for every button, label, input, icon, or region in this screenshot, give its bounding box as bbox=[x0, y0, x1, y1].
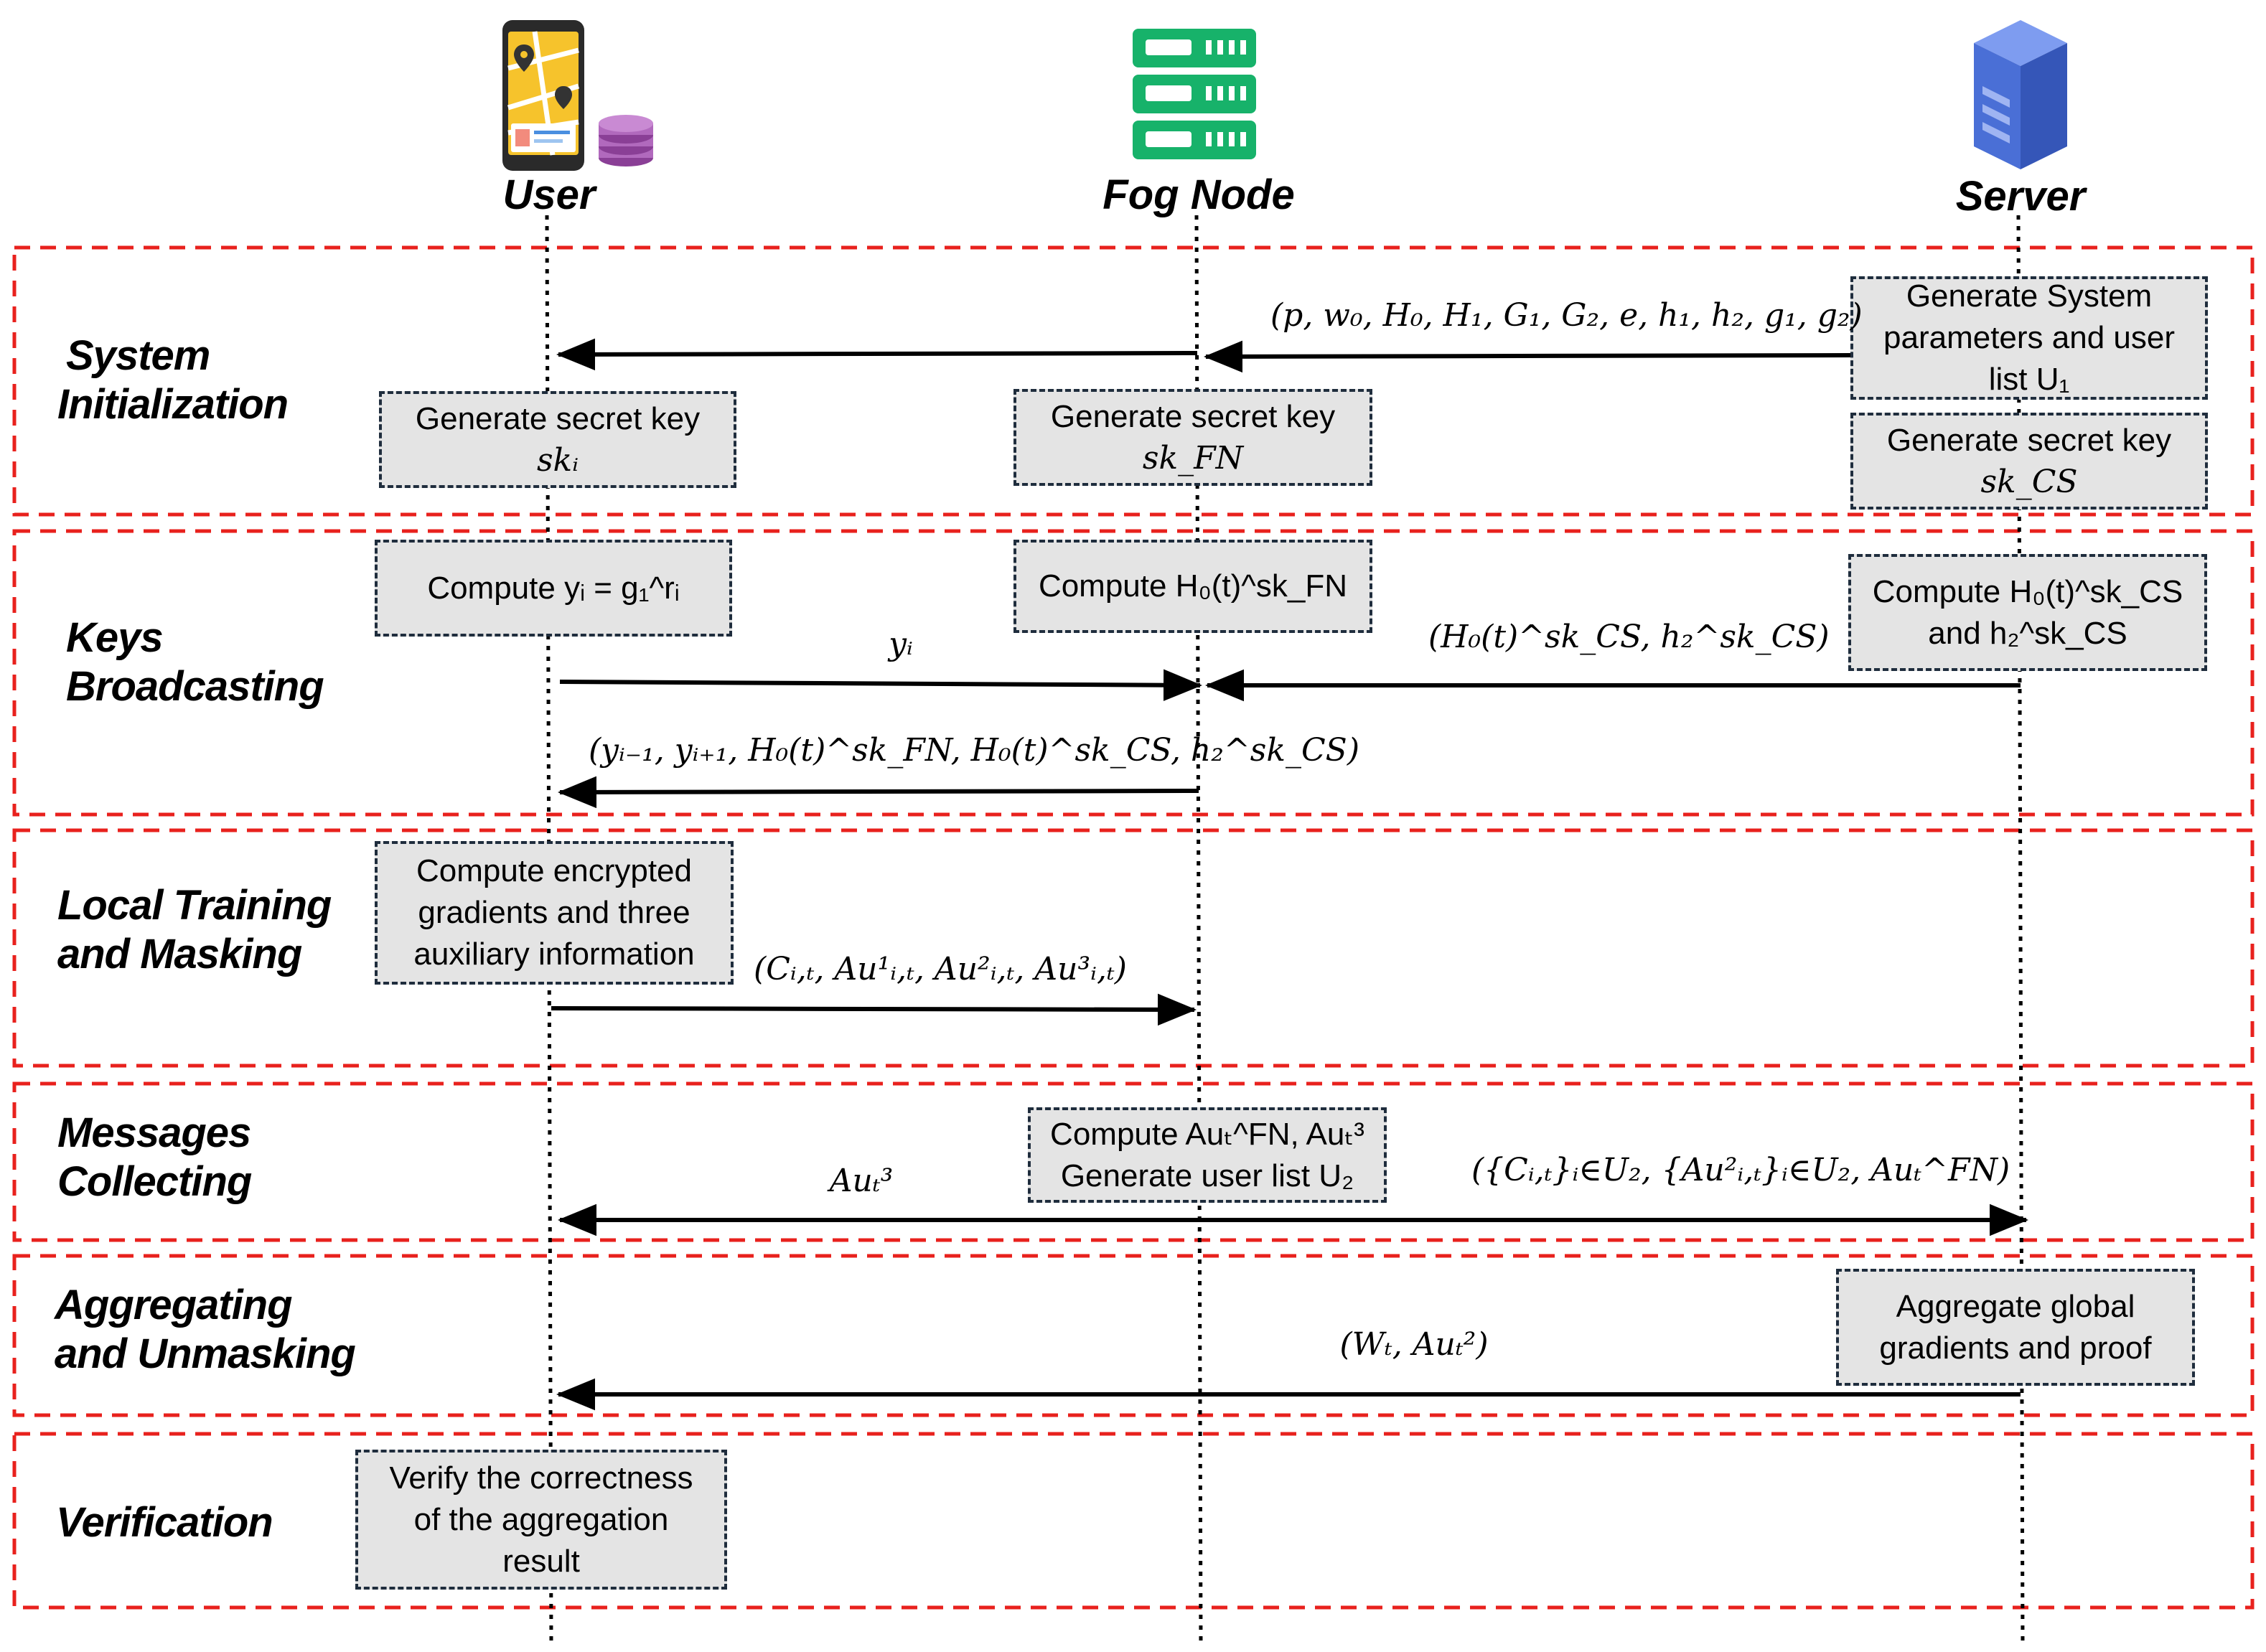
phase-frame-verification bbox=[12, 1432, 2255, 1610]
message-label-params: (p, w₀, H₀, H₁, G₁, G₂, e, h₁, h₂, g₁, g… bbox=[1270, 297, 1863, 334]
server-tower-icon bbox=[1974, 20, 2067, 169]
phase-frame-aggregating bbox=[12, 1254, 2255, 1417]
box-server-compute-h: Compute H₀(t)^sk_CS and h₂^sk_CS bbox=[1848, 554, 2207, 671]
phase-frame-system-init bbox=[12, 245, 2255, 517]
message-label-yi: yᵢ bbox=[889, 626, 913, 662]
smartphone-map-icon bbox=[502, 20, 584, 171]
box-user-verify: Verify the correctness of the aggregatio… bbox=[355, 1450, 727, 1590]
entity-label-server: Server bbox=[1955, 173, 2086, 220]
box-fog-compute-h: Compute H₀(t)^sk_FN bbox=[1013, 540, 1372, 633]
message-label-server-to-fog: (H₀(t)^sk_CS, h₂^sk_CS) bbox=[1428, 619, 1830, 655]
message-label-au3: Auₜ³ bbox=[829, 1163, 894, 1199]
phase-label-keys-broadcasting: Keys Broadcasting bbox=[66, 614, 324, 710]
phase-frame-keys-broadcasting bbox=[12, 529, 2255, 817]
box-user-generate-sk: Generate secret key skᵢ bbox=[379, 391, 736, 488]
phase-label-verification: Verification bbox=[56, 1499, 273, 1546]
message-label-global: (Wₜ, Auₜ²) bbox=[1339, 1326, 1489, 1363]
entity-label-fog-node: Fog Node bbox=[1102, 172, 1295, 218]
box-fog-collect: Compute Auₜ^FN, Auₜ³ Generate user list … bbox=[1028, 1107, 1387, 1203]
database-icon bbox=[599, 115, 653, 166]
box-server-generate-params: Generate System parameters and user list… bbox=[1850, 276, 2208, 400]
message-label-fog-to-user: (yᵢ₋₁, yᵢ₊₁, H₀(t)^sk_FN, H₀(t)^sk_CS, h… bbox=[589, 732, 1359, 769]
box-server-generate-sk: Generate secret key sk_CS bbox=[1850, 413, 2208, 510]
arrow-fog-to-user-params bbox=[556, 338, 1198, 371]
box-user-encrypt: Compute encrypted gradients and three au… bbox=[375, 841, 734, 985]
arrow-server-to-fog-params bbox=[1204, 340, 1851, 373]
entity-label-user: User bbox=[502, 172, 596, 218]
fog-node-rack-icon bbox=[1133, 29, 1256, 159]
box-server-aggregate: Aggregate global gradients and proof bbox=[1836, 1269, 2195, 1386]
box-user-compute-y: Compute yᵢ = g₁^rᵢ bbox=[375, 540, 732, 637]
phase-frame-messages-collecting bbox=[12, 1081, 2255, 1242]
arrow-user-to-fog-upload bbox=[551, 993, 1197, 1026]
arrow-user-to-fog-yi bbox=[559, 669, 1202, 701]
box-fog-generate-sk: Generate secret key sk_FN bbox=[1013, 389, 1372, 486]
arrow-fog-to-user-keys bbox=[558, 776, 1199, 809]
message-label-user-upload: (Cᵢ,ₜ, Au¹ᵢ,ₜ, Au²ᵢ,ₜ, Au³ᵢ,ₜ) bbox=[754, 951, 1127, 987]
message-label-fog-to-server: ({Cᵢ,ₜ}ᵢ∈U₂, {Au²ᵢ,ₜ}ᵢ∈U₂, Auₜ^FN) bbox=[1471, 1152, 2010, 1188]
phase-frame-local-training bbox=[12, 828, 2255, 1068]
phase-label-system-init: System Initialization bbox=[57, 332, 289, 428]
phase-label-aggregating: Aggregating and Unmasking bbox=[55, 1282, 356, 1377]
phase-label-local-training: Local Training and Masking bbox=[57, 882, 332, 977]
phase-label-messages-collecting: Messages Collecting bbox=[57, 1109, 252, 1205]
